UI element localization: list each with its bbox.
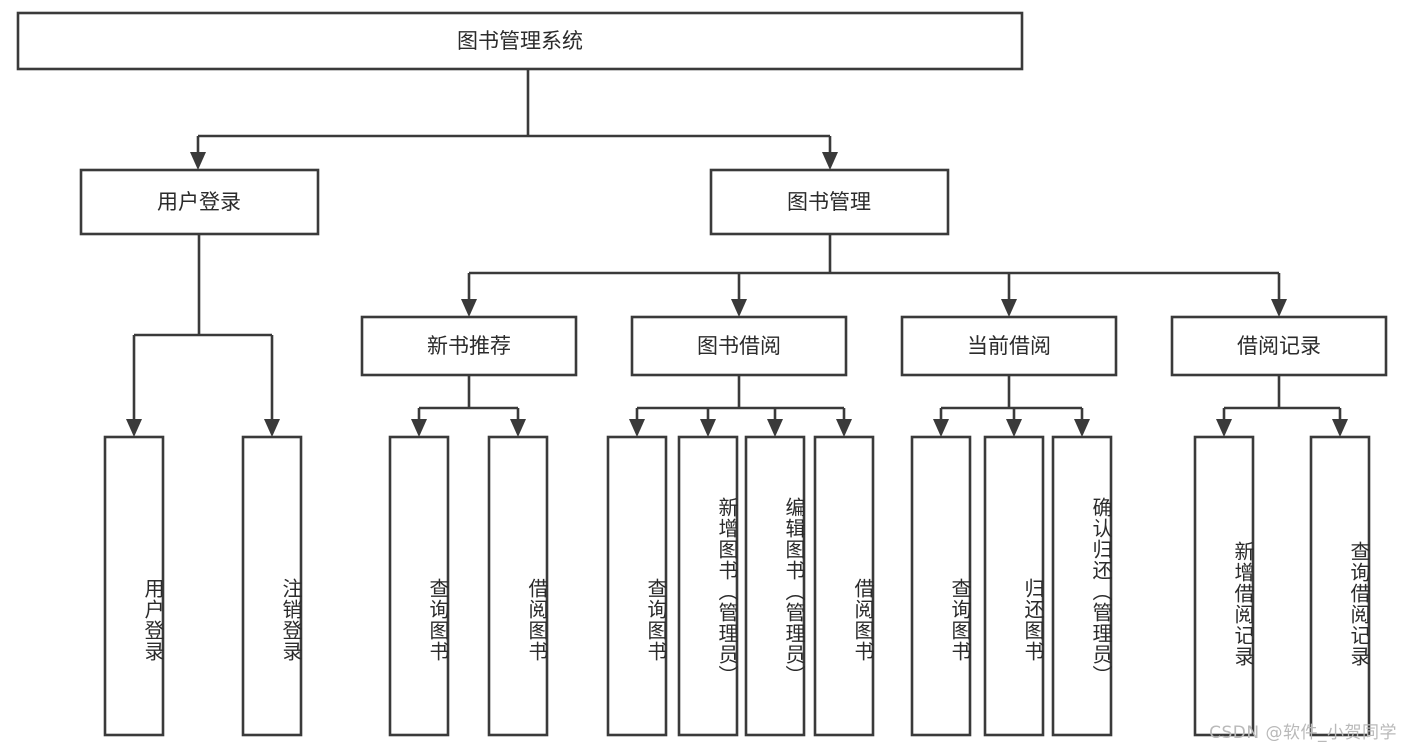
leaf-box-add-book[interactable] xyxy=(677,435,739,737)
arrow-root-to-user-login xyxy=(190,152,206,170)
arrow-root-to-book-management xyxy=(822,152,838,170)
node-book-management-label: 图书管理 xyxy=(787,190,871,214)
connector-layer xyxy=(126,69,1348,437)
arrow-bb-leaf-3 xyxy=(767,419,783,437)
node-user-login-label: 用户登录 xyxy=(157,190,241,214)
leaf-box-borrow-book-recommend[interactable] xyxy=(487,435,549,737)
arrow-br-leaf-2 xyxy=(1332,419,1348,437)
node-book-management-box[interactable] xyxy=(709,168,950,236)
leaf-box-edit-book[interactable] xyxy=(744,435,806,737)
leaf-box-user-login[interactable] xyxy=(103,435,165,737)
node-current-borrow-box[interactable] xyxy=(900,315,1118,377)
arrow-bm-to-book-borrow xyxy=(731,299,747,317)
leaf-box-query-book-borrow[interactable] xyxy=(606,435,668,737)
node-book-management[interactable]: 图书管理 xyxy=(709,168,950,236)
arrow-user-login-leaf-2 xyxy=(264,419,280,437)
node-borrow-record[interactable]: 借阅记录 xyxy=(1170,315,1388,377)
leaf-box-confirm-return[interactable] xyxy=(1051,435,1113,737)
arrow-cb-leaf-3 xyxy=(1074,419,1090,437)
leaf-box-query-borrow-record[interactable] xyxy=(1309,435,1371,737)
arrow-bm-to-current-borrow xyxy=(1001,299,1017,317)
node-current-borrow[interactable]: 当前借阅 xyxy=(900,315,1118,377)
node-user-login[interactable]: 用户登录 xyxy=(79,168,320,236)
arrow-cb-leaf-2 xyxy=(1006,419,1022,437)
leaf-box-user-logout[interactable] xyxy=(241,435,303,737)
arrow-bm-to-new-book-recommend xyxy=(461,299,477,317)
leaf-box-borrow-book[interactable] xyxy=(813,435,875,737)
node-root-label: 图书管理系统 xyxy=(457,29,583,53)
leaf-box-add-borrow-record[interactable] xyxy=(1193,435,1255,737)
node-borrow-record-label: 借阅记录 xyxy=(1237,334,1321,358)
arrow-user-login-leaf-1 xyxy=(126,419,142,437)
arrow-bb-leaf-4 xyxy=(836,419,852,437)
node-new-book-recommend-box[interactable] xyxy=(360,315,578,377)
node-user-login-box[interactable] xyxy=(79,168,320,236)
node-book-borrow[interactable]: 图书借阅 xyxy=(630,315,848,377)
node-new-book-recommend[interactable]: 新书推荐 xyxy=(360,315,578,377)
watermark-text: CSDN @软件_小贺同学 xyxy=(1209,723,1397,743)
node-borrow-record-box[interactable] xyxy=(1170,315,1388,377)
arrow-bb-leaf-2 xyxy=(700,419,716,437)
arrow-cb-leaf-1 xyxy=(933,419,949,437)
node-book-borrow-box[interactable] xyxy=(630,315,848,377)
arrow-bm-to-borrow-record xyxy=(1271,299,1287,317)
arrow-bb-leaf-1 xyxy=(629,419,645,437)
arrow-br-leaf-1 xyxy=(1216,419,1232,437)
node-current-borrow-label: 当前借阅 xyxy=(967,334,1051,358)
leaf-box-return-book[interactable] xyxy=(983,435,1045,737)
leaf-box-layer[interactable] xyxy=(103,435,1371,737)
node-root-box[interactable] xyxy=(16,11,1024,71)
arrow-nbr-leaf-2 xyxy=(510,419,526,437)
node-book-borrow-label: 图书借阅 xyxy=(697,334,781,358)
leaf-box-query-book-recommend[interactable] xyxy=(388,435,450,737)
node-new-book-recommend-label: 新书推荐 xyxy=(427,334,511,358)
node-root[interactable]: 图书管理系统 xyxy=(16,11,1024,71)
leaf-box-query-book-current[interactable] xyxy=(910,435,972,737)
arrow-nbr-leaf-1 xyxy=(411,419,427,437)
